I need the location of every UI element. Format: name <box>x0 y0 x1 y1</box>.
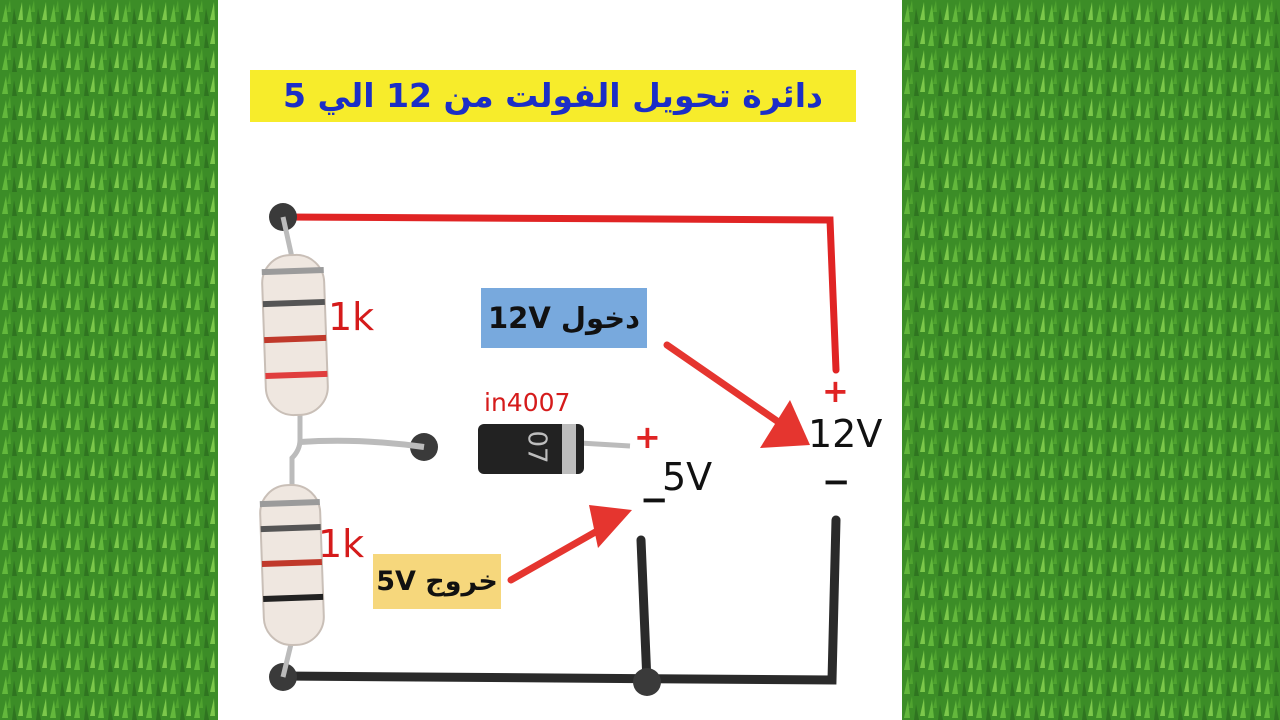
resistor-top <box>261 253 329 417</box>
twisted-lead <box>299 437 425 450</box>
resistor-top-lower-lead <box>289 410 303 490</box>
output-plus-sign: + <box>634 418 661 456</box>
resistor-bottom-value: 1k <box>318 522 365 566</box>
diode-label: in4007 <box>484 388 571 417</box>
input-label: دخول 12V <box>481 288 647 348</box>
diode-marking: 07 <box>521 430 552 464</box>
resistor-bottom <box>259 483 325 647</box>
red-wire <box>279 213 840 374</box>
black-wire <box>275 515 841 685</box>
output-minus-sign: − <box>640 480 669 520</box>
resistor-top-value: 1k <box>328 295 375 339</box>
grass-background-left <box>0 0 218 720</box>
input-voltage: 12V <box>808 412 883 456</box>
output-label: خروج 5V <box>373 554 501 609</box>
diode-right-lead <box>579 440 631 449</box>
input-arrow <box>663 341 810 448</box>
input-minus-sign: − <box>822 462 851 502</box>
output-arrow <box>507 505 632 584</box>
title-highlight <box>250 70 856 122</box>
page-title: دائرة تحويل الفولت من 12 الي 5 <box>283 76 823 115</box>
grass-background-right <box>902 0 1280 720</box>
junction-terminal <box>633 668 661 696</box>
output-negative-wire <box>636 535 652 687</box>
resistor-bottom-lower-lead <box>280 639 295 678</box>
input-plus-sign: + <box>822 372 849 410</box>
output-voltage: 5V <box>662 455 713 499</box>
diode <box>478 424 584 474</box>
